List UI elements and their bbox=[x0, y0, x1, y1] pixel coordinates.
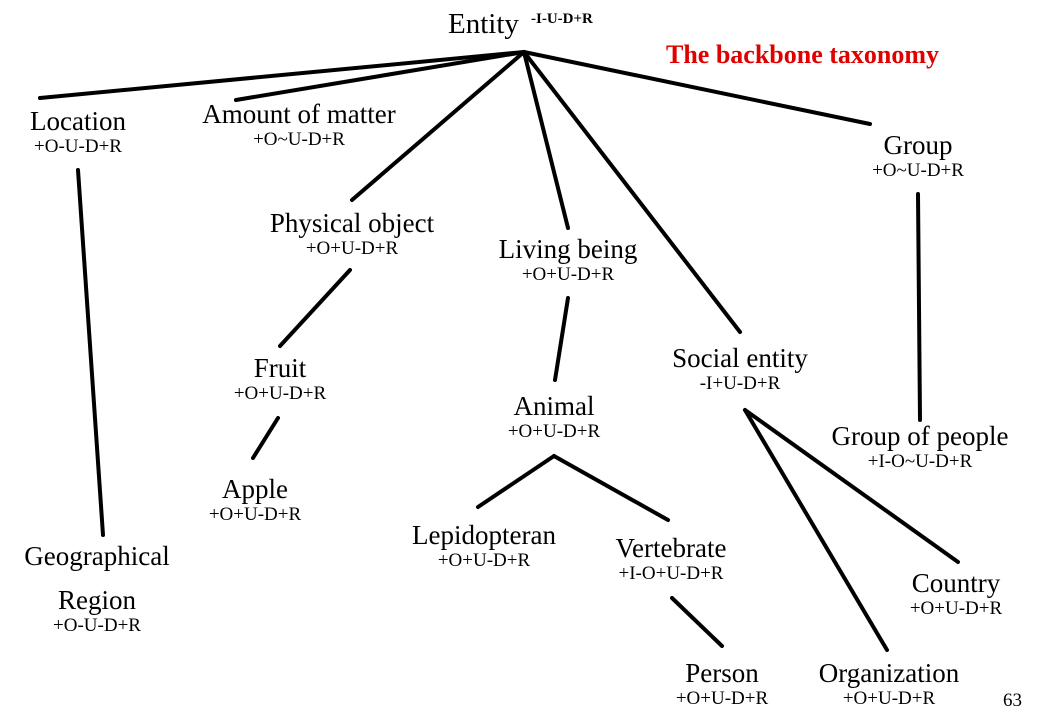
node-name: Location bbox=[30, 106, 126, 136]
node-name: Group of people bbox=[831, 421, 1009, 451]
edge-vertebrate-person bbox=[670, 596, 724, 648]
node-vertebrate: Vertebrate +I-O+U-D+R bbox=[616, 533, 727, 585]
node-physical-object: Physical object +O+U-D+R bbox=[270, 208, 434, 260]
edge-entity-living bbox=[522, 50, 570, 230]
node-name: Animal bbox=[513, 391, 595, 421]
page-number: 63 bbox=[1003, 690, 1022, 711]
edge-entity-physical bbox=[350, 50, 526, 202]
node-name: Group bbox=[883, 130, 953, 160]
node-name: Vertebrate bbox=[615, 533, 727, 563]
edge-entity-amount bbox=[234, 50, 526, 102]
root-node-props: -I-U-D+R bbox=[531, 11, 593, 27]
node-props: +O+U-D+R bbox=[842, 688, 936, 709]
node-group-of-people: Group of people +I-O~U-D+R bbox=[832, 421, 1009, 473]
node-props: -I+U-D+R bbox=[699, 373, 781, 394]
node-props: +O-U-D+R bbox=[53, 615, 141, 636]
edge-entity-social bbox=[522, 50, 742, 334]
node-social-entity: Social entity -I+U-D+R bbox=[672, 343, 808, 395]
node-organization: Organization +O+U-D+R bbox=[819, 658, 959, 710]
node-name: Person bbox=[685, 658, 759, 688]
edge-living-animal bbox=[553, 296, 570, 382]
node-living-being: Living being +O+U-D+R bbox=[499, 234, 638, 286]
node-props: +O+U-D+R bbox=[675, 688, 769, 709]
edge-animal-vertebrate bbox=[552, 454, 670, 522]
edge-fruit-apple bbox=[251, 416, 280, 460]
node-name-line2: Region bbox=[58, 585, 136, 615]
node-name: Living being bbox=[498, 234, 638, 264]
node-location: Location +O-U-D+R bbox=[30, 106, 126, 158]
edge-entity-location bbox=[38, 50, 526, 100]
node-props: +O-U-D+R bbox=[34, 136, 122, 157]
node-name: Physical object bbox=[269, 208, 435, 238]
root-node-entity: Entity bbox=[448, 8, 519, 40]
node-props: +O~U-D+R bbox=[872, 160, 964, 181]
edge-location-geo bbox=[76, 168, 105, 537]
edge-social-organization bbox=[743, 408, 889, 652]
node-props: +O+U-D+R bbox=[305, 238, 399, 259]
node-name: Social entity bbox=[672, 343, 808, 373]
node-name: Lepidopteran bbox=[412, 520, 556, 550]
edge-entity-group bbox=[522, 50, 872, 126]
edge-group-grouppeople bbox=[916, 192, 922, 422]
node-name: Country bbox=[911, 568, 1001, 598]
node-geographical-region: Geographical Region +O-U-D+R bbox=[24, 541, 169, 637]
node-amount-of-matter: Amount of matter +O~U-D+R bbox=[202, 99, 395, 151]
node-props: +O+U-D+R bbox=[208, 504, 302, 525]
node-person: Person +O+U-D+R bbox=[676, 658, 768, 710]
edge-physical-fruit bbox=[278, 268, 352, 348]
node-country: Country +O+U-D+R bbox=[910, 568, 1002, 620]
edge-animal-lepidopteran bbox=[476, 454, 556, 509]
node-props: +O+U-D+R bbox=[507, 421, 601, 442]
node-props: +O+U-D+R bbox=[233, 383, 327, 404]
diagram-title: The backbone taxonomy bbox=[666, 40, 940, 69]
node-lepidopteran: Lepidopteran +O+U-D+R bbox=[412, 520, 556, 572]
node-props: +O~U-D+R bbox=[253, 129, 345, 150]
node-props: +I-O~U-D+R bbox=[867, 451, 973, 472]
node-props: +O+U-D+R bbox=[909, 598, 1003, 619]
node-name: Fruit bbox=[253, 353, 307, 383]
node-group: Group +O~U-D+R bbox=[872, 130, 964, 182]
node-props: +O+U-D+R bbox=[521, 264, 615, 285]
node-fruit: Fruit +O+U-D+R bbox=[234, 353, 326, 405]
node-name: Geographical bbox=[24, 541, 170, 571]
node-props: +O+U-D+R bbox=[437, 550, 531, 571]
edge-social-country bbox=[743, 408, 960, 564]
node-name: Organization bbox=[818, 658, 960, 688]
node-name: Amount of matter bbox=[202, 99, 396, 129]
node-props: +I-O+U-D+R bbox=[618, 563, 724, 584]
node-name: Apple bbox=[222, 474, 288, 504]
node-animal: Animal +O+U-D+R bbox=[508, 391, 600, 443]
node-apple: Apple +O+U-D+R bbox=[209, 474, 301, 526]
